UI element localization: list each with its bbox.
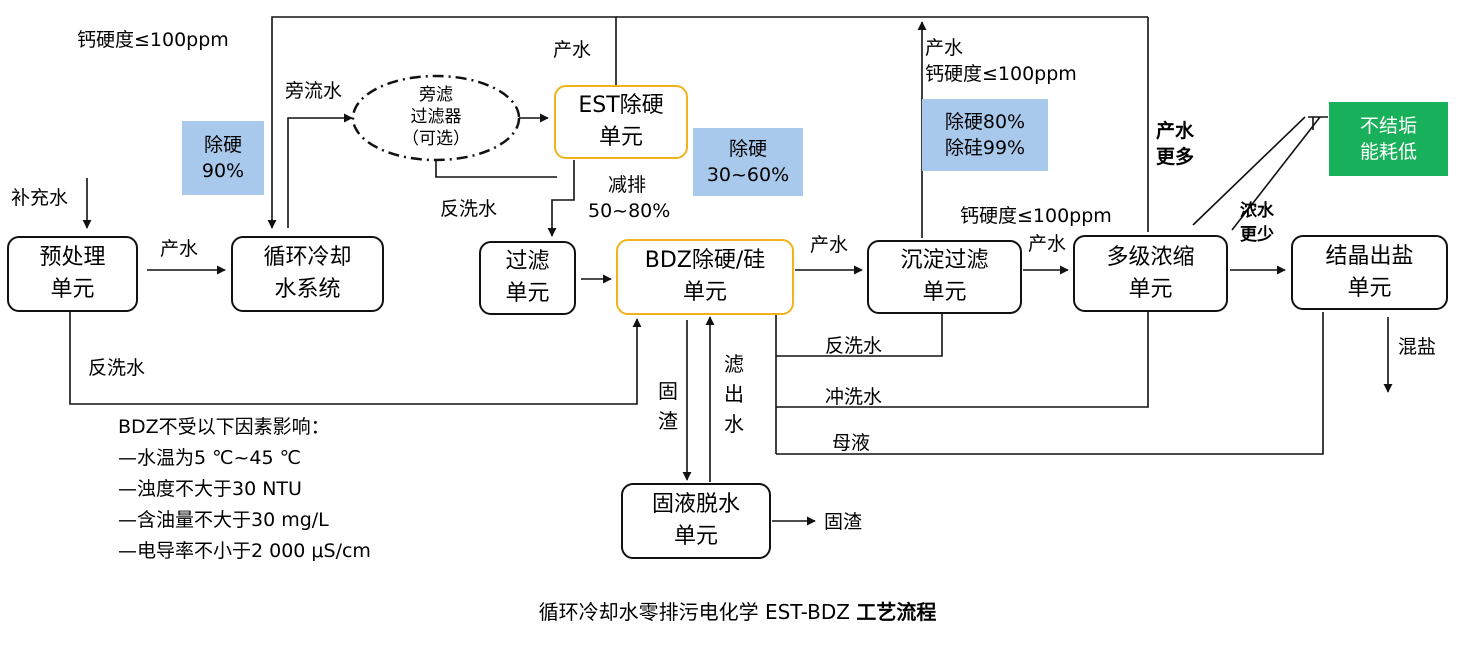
bypass-filter-label: 旁滤 过滤器 （可选） [402,85,470,149]
cooling-water-system: 循环冷却 水系统 [231,236,384,312]
bypass-filter-ellipse [351,74,521,162]
hardness-30-60-badge: 除硬 30~60% [693,128,803,196]
mixed-salt-label: 混盐 [1398,336,1437,358]
note-item: —水温为5 ℃~45 ℃ [118,447,301,469]
pretreatment-unit: 预处理 单元 [7,236,138,312]
solid-slag-out-label: 固渣 [824,511,863,533]
bdz-note: BDZ不受以下因素影响： —水温为5 ℃~45 ℃ —浊度不大于30 NTU —… [118,412,371,567]
hardness-silica-badge: 除硬80% 除硅99% [922,99,1048,171]
callout-line-outer [1231,116,1321,231]
callout-line-inner [1192,116,1306,226]
est-to-filter-line [547,160,575,237]
filter-unit: 过滤 单元 [479,241,576,315]
backwash-sed-label: 反洗水 [825,335,883,357]
product-water-est-label: 产水 [553,39,592,61]
caption-text: 循环冷却水零排污电化学 EST-BDZ [538,600,857,624]
crystallization-unit: 结晶出盐 单元 [1291,235,1448,310]
more-product-water-label: 产水 更多 [1156,120,1195,168]
hardness-90-badge: 除硬 90% [182,121,264,195]
multistage-concentration-unit: 多级浓缩 单元 [1073,235,1228,312]
product-water-sed-label: 产水 [1028,233,1067,255]
bdz-hardness-silica-unit: BDZ除硬/硅 单元 [616,239,794,315]
product-water-top-label: 产水 钙硬度≤100ppm [925,37,1077,85]
figure-caption: 循环冷却水零排污电化学 EST-BDZ 工艺流程 [0,596,1475,625]
makeup-water-label: 补充水 [11,187,69,209]
caption-bold-text: 工艺流程 [856,600,937,624]
calcium-top-label: 钙硬度≤100ppm [77,29,229,51]
less-brine-label: 浓水 更少 [1240,201,1274,245]
note-item: —含油量不大于30 mg/L [118,509,329,531]
mother-liquor-label: 母液 [832,432,871,454]
flush-water-label: 冲洗水 [825,386,883,408]
note-item: —浊度不大于30 NTU [118,478,302,500]
bypass-line [287,113,353,228]
product-water-bdz-label: 产水 [810,234,849,256]
top-return-line [267,16,617,229]
pretreat-backwash-line [69,312,642,405]
bypass-water-label: 旁流水 [285,80,343,102]
dewatering-unit: 固液脱水 单元 [621,483,771,559]
est-hardness-unit: EST除硬 单元 [554,85,688,159]
flush-line [776,312,1149,408]
reduce-discharge-label: 减排 50~80% [588,174,671,222]
calcium-mid-label: 钙硬度≤100ppm [960,205,1112,227]
no-scale-badge: 不结垢 能耗低 [1329,102,1448,176]
filtrate-vertical-label: 滤 出 水 [724,352,744,436]
backwash-est-label: 反洗水 [440,198,498,220]
mother-liquor-line [776,312,1324,455]
sediment-filter-unit: 沉淀过滤 单元 [867,240,1022,314]
backwash-pre-label: 反洗水 [88,357,146,379]
backwash-est-line [435,158,557,178]
product-water-pre-label: 产水 [160,238,199,260]
sediment-backwash-line [776,312,943,357]
note-title: BDZ不受以下因素影响： [118,416,330,438]
solid-slag-vertical-label: 固 渣 [658,379,678,433]
note-item: —电导率不小于2 000 μS/cm [118,540,371,562]
